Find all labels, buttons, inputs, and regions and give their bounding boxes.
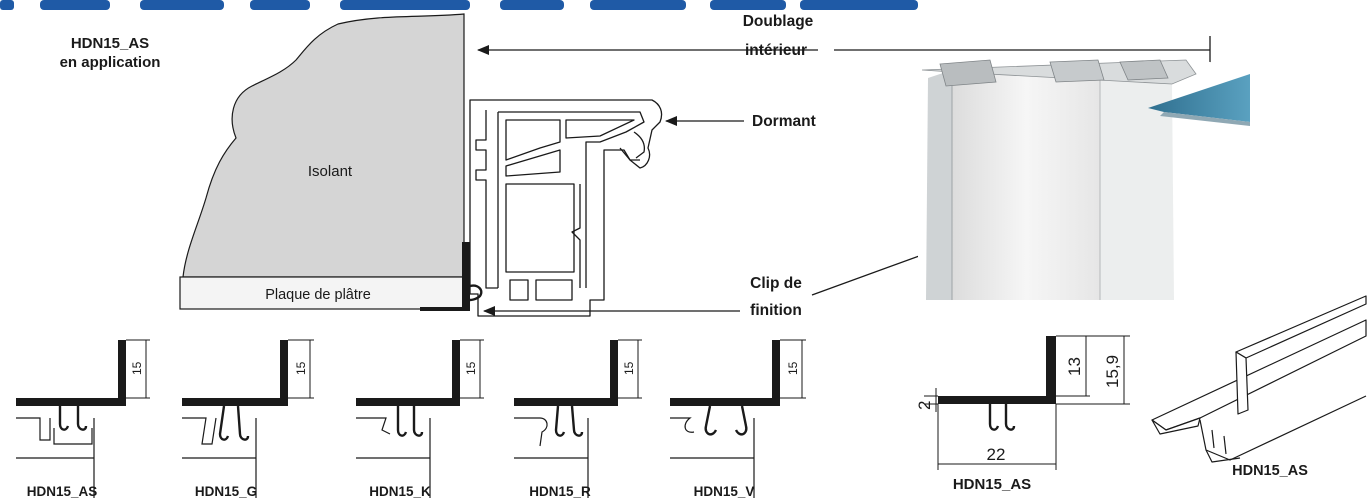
label-doublage-1: Doublage [743,13,814,30]
profile-variant-5: 15 HDN15_V [670,339,806,498]
top-title-band [0,0,1367,10]
top-band-fragments [0,0,918,10]
variant-3-name: HDN15_K [369,484,431,498]
wall-3d-render [918,58,1250,305]
finishing-clip-application [420,242,483,311]
label-plaque: Plaque de plâtre [265,287,371,303]
label-dormant: Dormant [752,113,816,130]
variant-4-name: HDN15_R [529,484,591,498]
plaster-board [179,276,465,310]
window-frame-profile [469,99,663,317]
label-clip-1: Clip de [750,275,802,292]
variant-2-dim: 15 [294,361,308,375]
variant-5-name: HDN15_V [694,484,755,498]
panel-blue [1148,74,1250,122]
profile-variant-1: 15 HDN15_AS [16,339,150,498]
variant-2-name: HDN15_G [195,484,257,498]
detail-dim-height-total: 15,9 [1103,355,1122,388]
detail-name: HDN15_AS [953,476,1031,493]
variant-1-name: HDN15_AS [27,484,98,498]
profile-detail-dimensioned: 2 22 13 15,9 HDN15_AS [915,335,1130,493]
detail-dim-height-inner: 13 [1065,357,1084,376]
title-line-2: en application [60,54,161,71]
title-line-1: HDN15_AS [71,35,149,52]
profile-variant-2: 15 HDN15_G [182,339,314,498]
profile-isometric-view: HDN15_AS [1151,295,1367,479]
detail-dim-thickness: 2 [915,401,934,410]
label-doublage-2: intérieur [745,42,807,59]
variant-1-dim: 15 [130,361,144,375]
profile-variant-4: 15 HDN15_R [514,339,642,498]
insulation-area [182,13,465,278]
profile-variant-3: 15 HDN15_K [356,339,484,498]
variant-4-dim: 15 [622,361,636,375]
variant-3-dim: 15 [464,361,478,375]
iso-name: HDN15_AS [1232,463,1308,479]
detail-dim-width: 22 [987,445,1006,464]
label-clip-2: finition [750,302,802,319]
label-isolant: Isolant [308,163,353,180]
variant-5-dim: 15 [786,361,800,375]
profile-variants: 15 HDN15_AS 15 HDN15_G 15 HDN15_K [16,339,806,498]
